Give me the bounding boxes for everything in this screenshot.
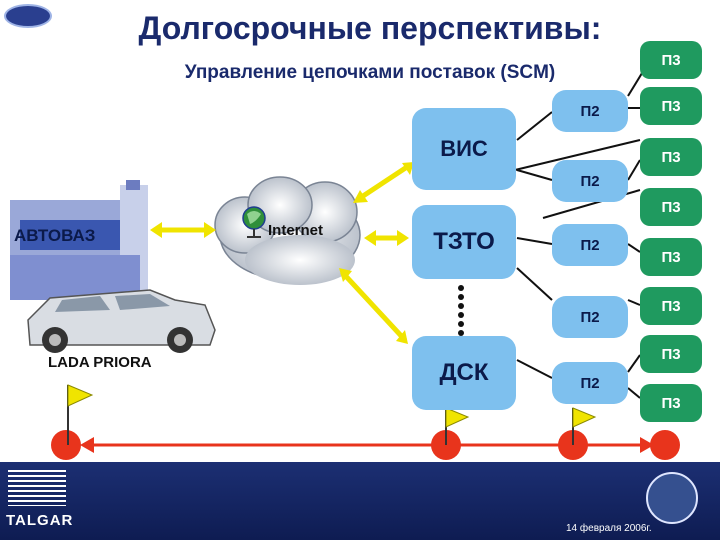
footer-bar bbox=[0, 462, 720, 540]
page-title: Долгосрочные перспективы: bbox=[138, 10, 602, 46]
p3-box: П3 bbox=[640, 87, 702, 125]
diagram-graphics bbox=[10, 59, 680, 460]
lada-logo-icon bbox=[4, 4, 52, 28]
dotted-separator bbox=[458, 285, 464, 336]
globe-emblem-icon bbox=[646, 472, 698, 524]
p3-box: П3 bbox=[640, 287, 702, 325]
footer-date: 14 февраля 2006г. bbox=[566, 523, 652, 534]
p2-box: П2 bbox=[552, 160, 628, 202]
timeline bbox=[51, 384, 680, 460]
factory-building-icon bbox=[10, 180, 148, 300]
flag-icon bbox=[445, 407, 470, 445]
connector-lines bbox=[514, 59, 651, 399]
p3-box: П3 bbox=[640, 138, 702, 176]
node-vis: ВИС bbox=[412, 108, 516, 190]
p2-box: П2 bbox=[552, 90, 628, 132]
talgar-logo-icon bbox=[8, 470, 66, 506]
internet-label: Internet bbox=[268, 222, 324, 239]
car-icon bbox=[27, 289, 216, 353]
p2-box: П2 bbox=[552, 224, 628, 266]
p2-box: П2 bbox=[552, 296, 628, 338]
node-tzto: ТЗТО bbox=[412, 205, 516, 279]
globe-icon bbox=[242, 206, 266, 238]
node-dsk: ДСК bbox=[412, 336, 516, 410]
flag-icon bbox=[67, 384, 94, 445]
p3-box: П3 bbox=[640, 335, 702, 373]
page-subtitle: Управление цепочками поставок (SCM) bbox=[184, 62, 556, 83]
arrow-cloud-dsk bbox=[340, 270, 407, 342]
arrows bbox=[150, 162, 414, 344]
arrow-cloud-vis bbox=[355, 162, 412, 203]
p3-box: П3 bbox=[640, 238, 702, 276]
flag-icon bbox=[572, 407, 597, 445]
company-label: АВТОВАЗ bbox=[14, 226, 96, 245]
p3-box: П3 bbox=[640, 41, 702, 79]
car-label: LADA PRIORA bbox=[48, 354, 152, 371]
p2-box: П2 bbox=[552, 362, 628, 404]
p3-box: П3 bbox=[640, 384, 702, 422]
p3-box: П3 bbox=[640, 188, 702, 226]
footer-brand: TALGAR bbox=[6, 512, 74, 529]
